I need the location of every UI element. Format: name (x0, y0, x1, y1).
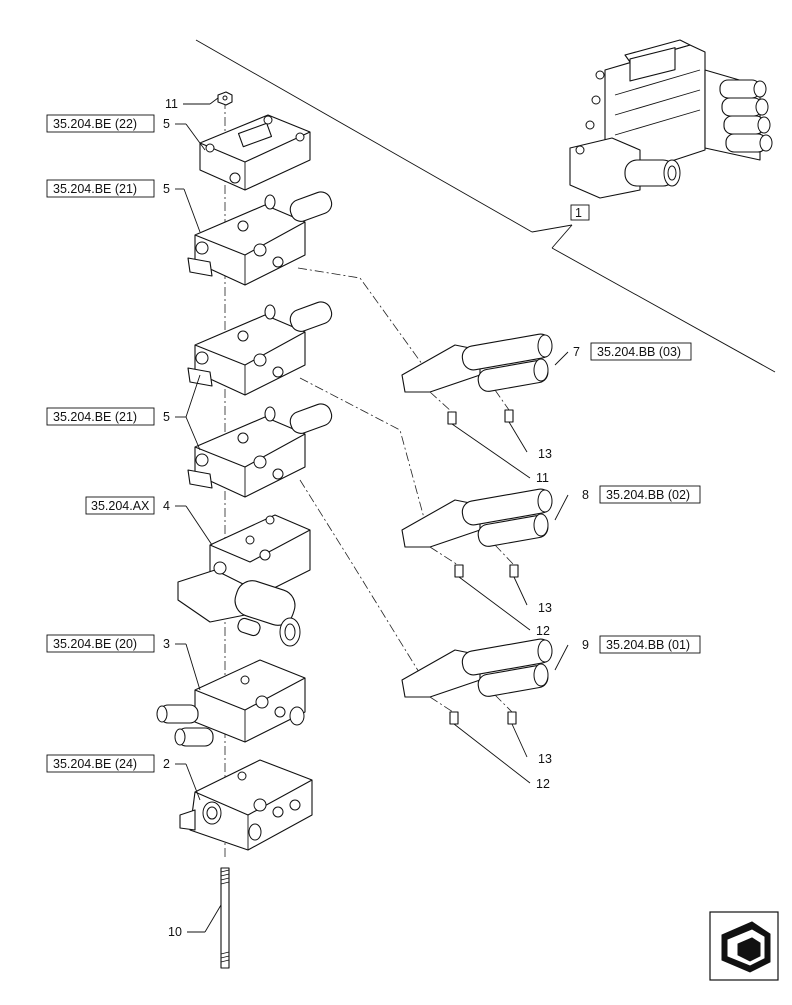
part-8-coupler (401, 488, 553, 578)
ref-5b-box (46, 407, 155, 426)
separator-lines (195, 39, 776, 373)
ref-2[interactable]: 35.204.BE (24) (53, 757, 137, 771)
part-11-nut (217, 91, 233, 106)
callout-11: 11 (165, 97, 178, 111)
part-10-tie-rod (220, 867, 230, 969)
ref-4[interactable]: 35.204.AX (91, 499, 150, 513)
ref-6-box (46, 114, 155, 133)
callout-12-top: 11 (536, 471, 549, 485)
part-7-coupler (401, 333, 553, 425)
callout-13-top: 13 (538, 447, 552, 461)
callout-13-middle: 13 (538, 601, 552, 615)
ref-6[interactable]: 35.204.BE (22) (53, 117, 137, 131)
part-9-coupler (401, 638, 553, 725)
ref-2-box (46, 754, 155, 773)
assembly-leaders (297, 267, 431, 691)
callout-10: 10 (168, 925, 182, 939)
callout-4: 4 (163, 499, 170, 513)
callout-1: 1 (575, 206, 582, 220)
valve-assembly-overview (569, 39, 773, 199)
ref-5b[interactable]: 35.204.BE (21) (53, 410, 137, 424)
callout-12-middle: 12 (536, 624, 550, 638)
ref-4-box (85, 496, 155, 515)
callout-7: 7 (573, 345, 580, 359)
callout-3: 3 (163, 637, 170, 651)
part-4-inlet-section (177, 514, 311, 647)
ref-9[interactable]: 35.204.BB (01) (606, 638, 690, 652)
callout-12-bottom: 12 (536, 777, 550, 791)
next-page-arrow-icon[interactable] (709, 911, 779, 981)
callout-2: 2 (163, 757, 170, 771)
ref-5a[interactable]: 35.204.BE (21) (53, 182, 137, 196)
part-2-end-section (179, 759, 313, 851)
ref-8-box (599, 485, 701, 504)
ref-9-box (599, 635, 701, 654)
ref-7[interactable]: 35.204.BB (03) (597, 345, 681, 359)
callout-5-top: 5 (163, 182, 170, 196)
callout-9: 9 (582, 638, 589, 652)
part-5-section-middle (187, 301, 333, 396)
callout-5-bottom: 5 (163, 410, 170, 424)
ref-8[interactable]: 35.204.BB (02) (606, 488, 690, 502)
part-6-cover (199, 114, 311, 191)
ref-3-box (46, 634, 155, 653)
callout-13-bottom: 13 (538, 752, 552, 766)
callout-1-box (570, 204, 590, 221)
ref-7-box (590, 342, 692, 361)
callout-6: 5 (163, 117, 170, 131)
part-5-section-top (187, 191, 333, 286)
part-3-section (156, 659, 306, 747)
callout-8: 8 (582, 488, 589, 502)
part-5-section-lower (187, 403, 333, 498)
ref-3[interactable]: 35.204.BE (20) (53, 637, 137, 651)
ref-5a-box (46, 179, 155, 198)
